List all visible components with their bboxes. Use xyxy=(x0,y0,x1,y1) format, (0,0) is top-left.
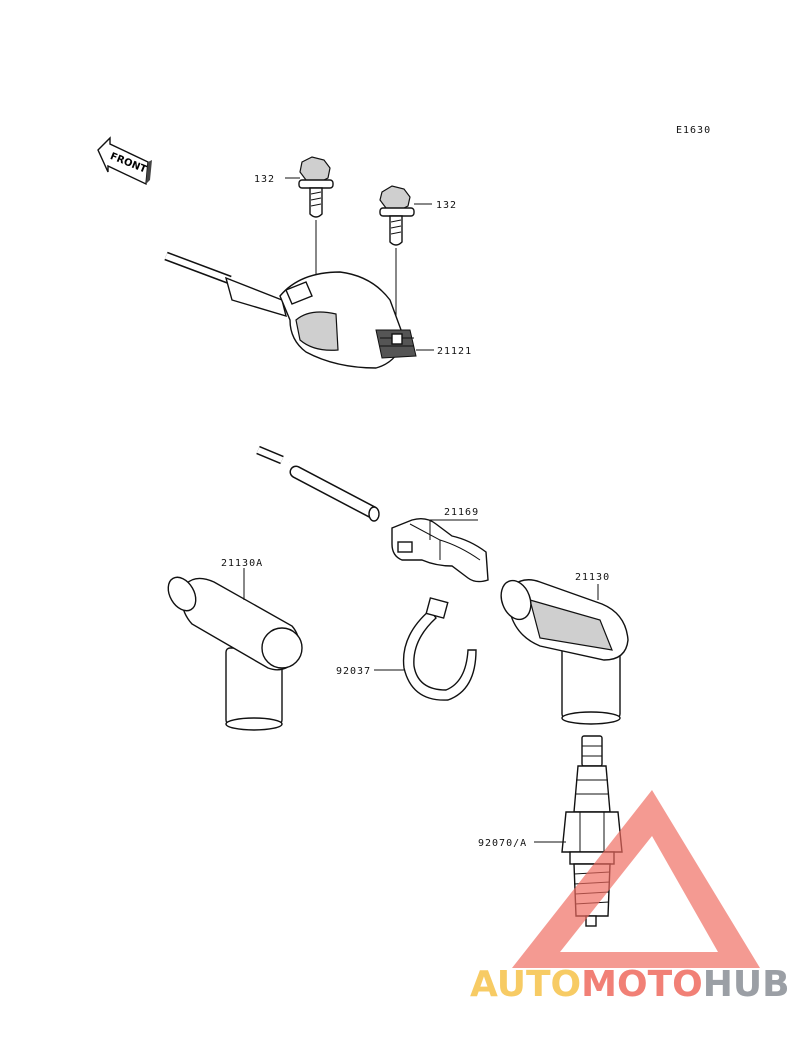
ignition-lead xyxy=(256,445,380,522)
callout-cap: 21130 xyxy=(575,572,610,583)
diagram-code: E1630 xyxy=(676,125,711,136)
callout-cap-a: 21130A xyxy=(221,558,263,569)
bolt-right xyxy=(379,185,415,330)
plug-cap xyxy=(500,579,629,725)
bolt-left xyxy=(298,156,334,290)
band xyxy=(402,597,477,701)
callout-band: 92037 xyxy=(336,666,371,677)
callout-spark-plug: 92070/A xyxy=(478,838,527,849)
clamp xyxy=(391,517,489,583)
callout-bolt-left: 132 xyxy=(254,174,275,185)
callout-ignition-coil: 21121 xyxy=(437,346,472,357)
callout-bolt-right: 132 xyxy=(436,200,457,211)
automotohub-watermark: AUTOMOTOHUB xyxy=(470,790,790,1005)
watermark-moto: MOTO xyxy=(581,964,703,1005)
ignition-coil xyxy=(151,251,417,465)
callout-clamp: 21169 xyxy=(444,507,479,518)
watermark-triangle-icon xyxy=(512,790,760,968)
watermark-auto: AUTO xyxy=(470,964,581,1005)
svg-text:AUTOMOTOHUB: AUTOMOTOHUB xyxy=(470,964,790,1005)
plug-cap-a xyxy=(167,576,303,731)
front-arrow-icon: FRONT xyxy=(97,136,152,186)
watermark-hub: HUB xyxy=(703,964,790,1005)
